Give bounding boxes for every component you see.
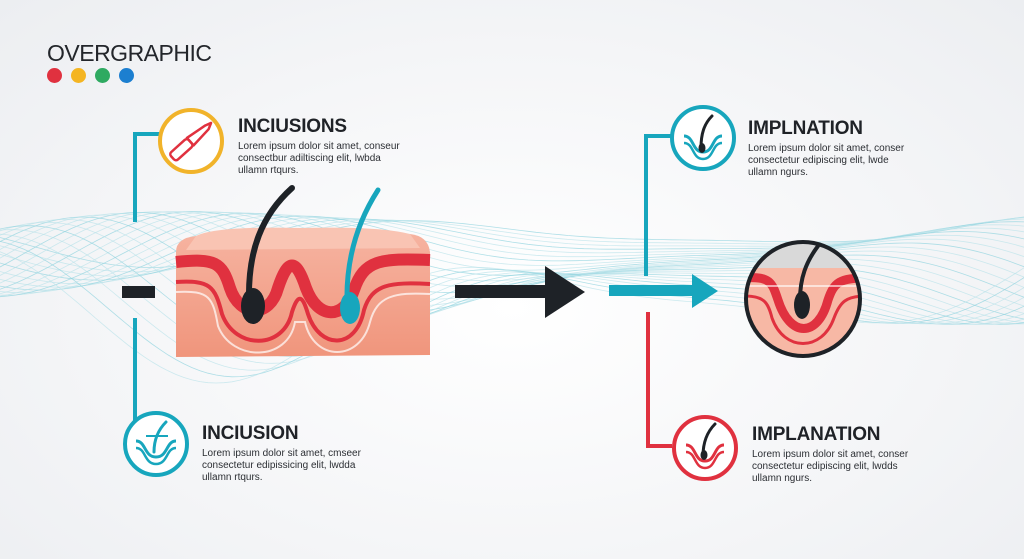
skin-cross-section: [175, 185, 431, 357]
step-description: Lorem ipsum dolor sit amet, conseur cons…: [238, 141, 400, 176]
skin-red-layer: [175, 253, 431, 319]
wave-line: [0, 211, 1024, 297]
step-description: Lorem ipsum dolor sit amet, cmseer conse…: [202, 448, 361, 483]
skin-highlight-line: [175, 290, 431, 354]
step-title: IMPLANATION: [752, 424, 881, 445]
step-title: INCIUSION: [202, 423, 299, 444]
brand-dot-yellow: [71, 68, 86, 83]
step-description: Lorem ipsum dolor sit amet, conser conse…: [748, 143, 905, 178]
wave-line: [0, 217, 1024, 273]
skin-top-surface: [186, 227, 420, 250]
follicle-bulb-teal: [340, 292, 360, 324]
skin-lower-line: [175, 279, 431, 343]
hair-follicle-icon: [670, 105, 736, 171]
connector-bottom-right: [646, 312, 672, 448]
result-circle-ring: [744, 240, 862, 358]
right-connector: [609, 134, 718, 448]
step-label-implnation: IMPLNATION Lorem ipsum dolor sit amet, c…: [748, 118, 904, 179]
hair-follicle-icon: [672, 415, 738, 481]
implant-result-circle: [744, 240, 862, 358]
arrow-teal-head: [692, 274, 718, 308]
step-title: IMPLNATION: [748, 118, 863, 139]
scalpel-icon: [158, 108, 224, 174]
brand-dot-red: [47, 68, 62, 83]
wave-line: [0, 211, 1024, 295]
hair-shaft-teal: [344, 187, 381, 305]
arrow-teal-shaft: [609, 285, 697, 296]
step-label-incisions: INCIUSIONS Lorem ipsum dolor sit amet, c…: [238, 116, 400, 177]
step-label-incision: INCIUSION Lorem ipsum dolor sit amet, cm…: [202, 423, 361, 484]
wave-line: [0, 215, 1024, 291]
step-description: Lorem ipsum dolor sit amet, conser conse…: [752, 449, 909, 484]
result-hair-shaft: [798, 244, 820, 302]
result-follicle-bulb: [794, 291, 810, 319]
hair-follicle-icon: [123, 411, 189, 477]
brand-dot-blue: [119, 68, 134, 83]
wave-line: [0, 216, 1024, 268]
wave-line: [0, 214, 1024, 294]
follicle-bulb-dark: [241, 288, 265, 324]
connector-top-right: [644, 134, 672, 276]
brand-dot-green: [95, 68, 110, 83]
left-dash-marker: [122, 286, 155, 298]
hair-shaft-dark: [245, 185, 295, 303]
step-label-implanation: IMPLANATION Lorem ipsum dolor sit amet, …: [752, 424, 908, 485]
brand-title: OVERGRAPHIC: [47, 40, 212, 66]
brand-dots: [47, 68, 134, 83]
step-title: INCIUSIONS: [238, 116, 347, 137]
process-arrow-dark: [455, 266, 585, 318]
